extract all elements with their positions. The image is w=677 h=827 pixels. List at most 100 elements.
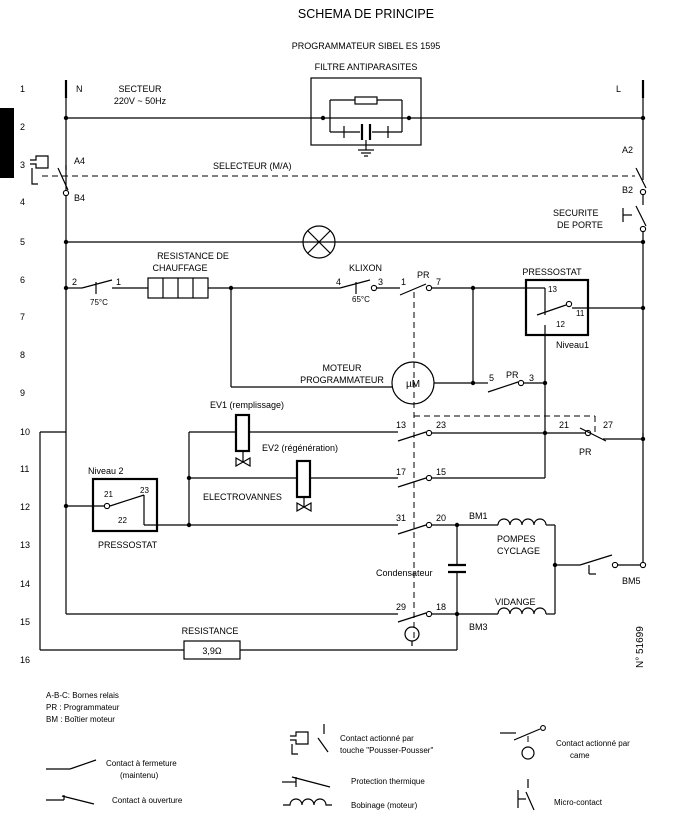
motor-label-1: MOTEUR — [323, 363, 362, 373]
motor-label-2: PROGRAMMATEUR — [300, 375, 384, 385]
junction — [63, 115, 69, 121]
indicator-lamp-icon — [302, 225, 336, 259]
margin-tab — [0, 108, 14, 178]
pressostat2-contact — [109, 494, 145, 507]
secteur-voltage: 220V ~ 50Hz — [114, 96, 167, 106]
row-number: 15 — [20, 617, 30, 627]
junction — [640, 239, 646, 245]
terminal-bm3: BM3 — [469, 622, 488, 632]
heater-label-1: RESISTANCE DE — [157, 251, 229, 261]
pr-13-23-contact — [397, 431, 427, 442]
bm5-terminal — [611, 561, 619, 569]
door-safety-contact — [635, 205, 647, 227]
securite-line2: DE PORTE — [557, 220, 603, 230]
junction — [542, 380, 548, 386]
pressostat1-pin13: 13 — [548, 285, 557, 294]
pr-label-1: PR — [417, 270, 430, 280]
page-subtitle: PROGRAMMATEUR SIBEL ES 1595 — [292, 41, 441, 51]
junction — [454, 611, 460, 617]
pr-terminal — [425, 284, 433, 292]
pr-pin-15: 15 — [436, 467, 446, 477]
pr-pin-29: 29 — [396, 602, 406, 612]
pumps-label-2: CYCLAGE — [497, 546, 540, 556]
pr-pin-27: 27 — [603, 420, 613, 430]
filter-resistor — [354, 96, 378, 105]
junction — [320, 115, 326, 121]
legend-fermeture-2: (maintenu) — [120, 771, 159, 780]
legend-cam-icon-b — [513, 728, 541, 741]
pressostat2-terminal — [103, 502, 111, 510]
ev2-coil — [295, 459, 312, 499]
pr-terminal — [425, 521, 433, 529]
legend-abbrev-2: PR : Programmateur — [46, 703, 120, 712]
pressostat1-contact — [536, 304, 567, 316]
pr-pin-20: 20 — [436, 513, 446, 523]
heater-thermo-pin-2: 2 — [72, 277, 77, 287]
pressostat2-pin22: 22 — [118, 516, 127, 525]
pr-pin-5: 5 — [489, 373, 494, 383]
legend-abbrev-1: A-B-C: Bornes relais — [46, 691, 119, 700]
row-number: 9 — [20, 388, 25, 398]
pr-1-7-contact — [399, 283, 427, 296]
terminal-bm5: BM5 — [622, 576, 641, 586]
legend-came-1: Contact actionné par — [556, 739, 630, 748]
row-number: 16 — [20, 655, 30, 665]
selector-left-contact — [57, 167, 69, 191]
reference-number: N° 51699 — [635, 626, 646, 668]
row-number: 12 — [20, 502, 30, 512]
row-number: 3 — [20, 160, 25, 170]
pr-21-27-contact — [579, 427, 607, 442]
pump-coil-icon — [497, 518, 547, 526]
cam-icon — [404, 626, 420, 642]
row-number: 8 — [20, 350, 25, 360]
lamp-cross-b — [307, 230, 331, 254]
pressostat1-title: PRESSOSTAT — [522, 267, 582, 277]
motor-symbol: µM — [406, 379, 420, 390]
selector-right-contact — [635, 167, 647, 189]
pressostat2-pin21: 21 — [104, 490, 113, 499]
legend-micro-icon-d — [525, 791, 535, 811]
pressostat2-pin23: 23 — [140, 486, 149, 495]
klixon-temp: 65°C — [352, 295, 370, 304]
door-safety-terminal — [639, 225, 647, 233]
pr-terminal — [517, 379, 525, 387]
legend-cam-wheel-icon — [521, 746, 535, 760]
filter-label: FILTRE ANTIPARASITES — [315, 62, 418, 72]
legend-push-icon-c — [317, 737, 329, 753]
legend-abbrev-3: BM : Boîtier moteur — [46, 715, 115, 724]
pr-pin-17: 17 — [396, 467, 406, 477]
legend-no-icon-c — [61, 795, 95, 805]
push-button-icon — [30, 155, 49, 169]
row-number: 5 — [20, 237, 25, 247]
pressostat1-pin11: 11 — [576, 309, 585, 318]
pressostat2-box — [91, 477, 159, 533]
junction — [640, 305, 646, 311]
pr-29-18-contact — [397, 612, 427, 623]
heater-label-2: CHAUFFAGE — [152, 263, 207, 273]
selector-right-terminal — [639, 188, 647, 196]
klixon-pin-4: 4 — [336, 277, 341, 287]
junction — [186, 475, 192, 481]
pressostat2-title: PRESSOSTAT — [98, 540, 158, 550]
condenser-label: Condensateur — [376, 568, 433, 578]
legend-cam-icon-c — [540, 725, 546, 731]
heater-thermo-temp: 75°C — [90, 298, 108, 307]
terminal-bm1: BM1 — [469, 511, 488, 521]
ev1-label: EV1 (remplissage) — [210, 400, 284, 410]
resistance-label: RESISTANCE — [182, 626, 239, 636]
pr-pin-31: 31 — [396, 513, 406, 523]
drain-coil-icon — [497, 607, 547, 615]
pr-31-20-contact — [397, 524, 427, 535]
heater-thermo-pin-1: 1 — [116, 277, 121, 287]
pr-terminal — [425, 429, 433, 437]
ev2-label: EV2 (régénération) — [262, 443, 338, 453]
selector-left-terminal — [62, 189, 70, 197]
junction — [640, 115, 646, 121]
page-title: SCHEMA DE PRINCIPE — [298, 7, 434, 21]
row-number: 11 — [20, 464, 29, 474]
pr-5-3-contact — [487, 381, 519, 393]
terminal-b2: B2 — [622, 185, 633, 195]
bm5-live-terminal — [639, 561, 647, 569]
